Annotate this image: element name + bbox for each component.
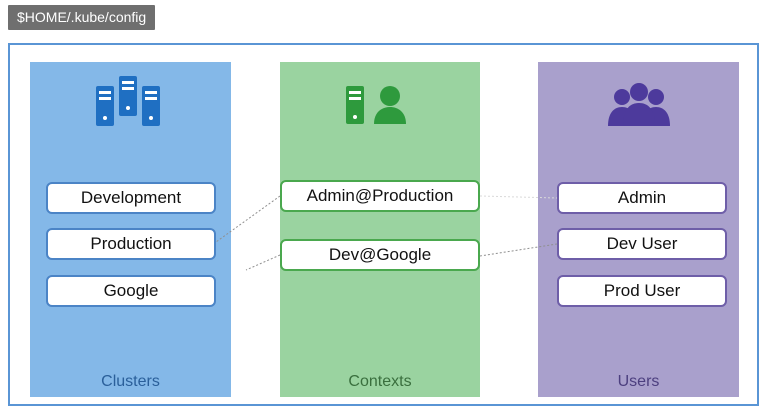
clusters-title: Clusters bbox=[101, 373, 160, 390]
user-prod-user: Prod User bbox=[557, 275, 727, 307]
cluster-production: Production bbox=[46, 228, 216, 260]
cluster-development-label: Development bbox=[80, 188, 182, 207]
users-panel: Admin Dev User Prod User Users bbox=[538, 62, 739, 397]
context-admin-production: Admin@Production bbox=[280, 180, 480, 212]
clusters-panel: Development Production Google Clusters bbox=[30, 62, 231, 397]
context-dev-google-label: Dev@Google bbox=[328, 245, 432, 264]
server-user-icon bbox=[346, 86, 406, 124]
cluster-production-label: Production bbox=[90, 234, 172, 253]
user-prod-user-label: Prod User bbox=[603, 281, 681, 300]
user-group-icon bbox=[608, 83, 670, 126]
config-path-label: $HOME/.kube/config bbox=[8, 5, 156, 30]
contexts-title: Contexts bbox=[348, 373, 412, 390]
server-cluster-icon bbox=[96, 76, 160, 126]
user-dev-user-label: Dev User bbox=[606, 234, 678, 253]
context-dev-google: Dev@Google bbox=[280, 239, 480, 271]
cluster-development: Development bbox=[46, 182, 216, 214]
user-admin-label: Admin bbox=[617, 188, 667, 207]
contexts-panel: Admin@Production Dev@Google Contexts bbox=[280, 62, 480, 397]
context-admin-production-label: Admin@Production bbox=[306, 186, 454, 205]
cluster-google: Google bbox=[46, 275, 216, 307]
user-dev-user: Dev User bbox=[557, 228, 727, 260]
users-title: Users bbox=[617, 373, 660, 390]
user-admin: Admin bbox=[557, 182, 727, 214]
cluster-google-label: Google bbox=[103, 281, 159, 300]
